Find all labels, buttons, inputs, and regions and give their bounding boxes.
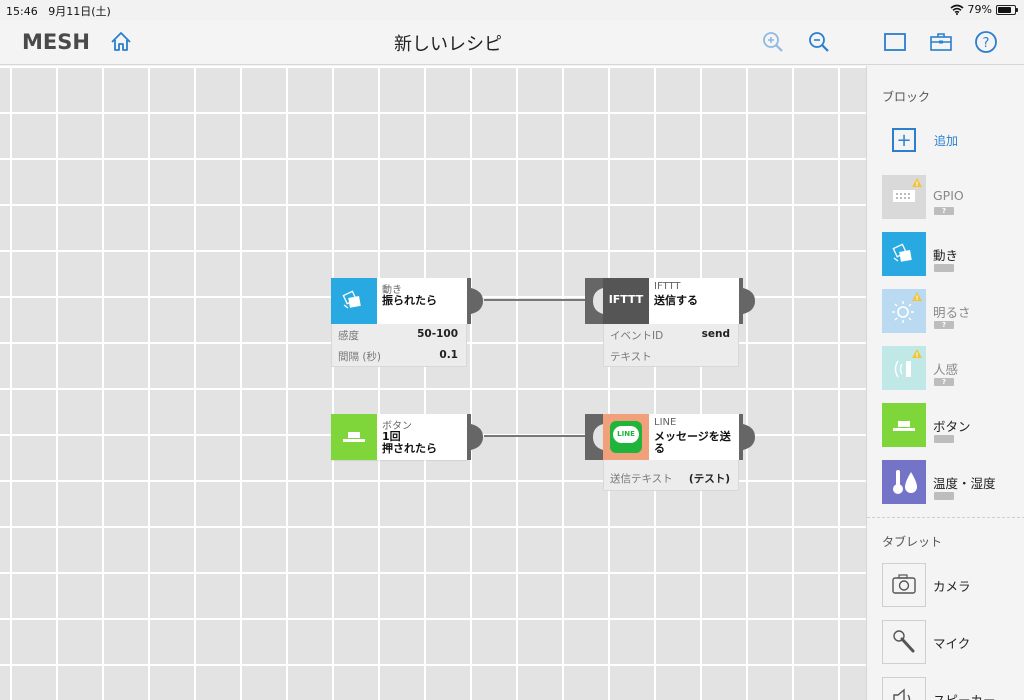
palette-item-gpio[interactable]: ! GPIO ?: [882, 175, 1022, 219]
connection-wire: [484, 435, 585, 437]
output-port[interactable]: [739, 278, 755, 324]
palette-item-button[interactable]: ボタン: [882, 403, 1022, 447]
palette-item-microphone[interactable]: マイク: [882, 620, 1022, 664]
input-port[interactable]: [585, 414, 603, 460]
status-date: 9月11日(土): [48, 5, 111, 18]
speaker-icon: [882, 677, 926, 700]
motion-sensor-icon: !: [882, 346, 926, 390]
output-port[interactable]: [467, 278, 483, 324]
zoom-out-icon[interactable]: [806, 29, 832, 55]
palette-item-label: 温度・湿度: [933, 476, 996, 491]
toolbox-icon[interactable]: [928, 29, 954, 55]
app-logo: MESH: [22, 30, 90, 54]
block-category: ボタン: [382, 421, 412, 432]
param-row: テキスト: [610, 351, 652, 363]
palette-item-motion[interactable]: 動き: [882, 232, 1022, 276]
plus-icon: +: [892, 128, 916, 152]
button-icon: [331, 414, 377, 460]
svg-text:!: !: [916, 295, 919, 302]
block-category: LINE: [654, 417, 677, 428]
battery-icon: [996, 4, 1018, 15]
param-row: 送信テキスト(テスト): [610, 473, 730, 485]
input-port[interactable]: [585, 278, 603, 324]
palette-item-label: 動き: [933, 248, 959, 263]
palette-item-speaker[interactable]: スピーカー: [882, 677, 1022, 700]
palette-item-brightness[interactable]: ! 明るさ ?: [882, 289, 1022, 333]
block-head: ボタン 1回押されたら: [331, 414, 467, 460]
block-palette: ブロック + 追加 ! GPIO ? 動き: [866, 66, 1024, 700]
status-bar: 15:46 9月11日(土) 79%: [0, 0, 1024, 20]
status-badge: ?: [934, 207, 954, 215]
block-action: 送信する: [654, 294, 698, 307]
palette-item-label: マイク: [933, 636, 971, 651]
palette-item-label: スピーカー: [933, 690, 996, 700]
output-port[interactable]: [467, 414, 483, 460]
nav-bar: MESH 新しいレシピ ?: [0, 20, 1024, 65]
palette-item-label: ボタン: [933, 419, 971, 434]
panel-toggle-icon[interactable]: [882, 29, 908, 55]
line-icon: LINE: [603, 414, 649, 460]
connection-wire: [484, 299, 585, 301]
palette-item-camera[interactable]: カメラ: [882, 563, 1022, 607]
status-badge: [934, 435, 954, 443]
block-action: 振られたら: [382, 294, 437, 307]
block-params[interactable]: 送信テキスト(テスト): [603, 460, 739, 491]
output-port[interactable]: [739, 414, 755, 460]
svg-text:!: !: [916, 181, 919, 188]
page-title: 新しいレシピ: [394, 34, 502, 55]
block-category: IFTTT: [654, 281, 681, 292]
status-right: 79%: [950, 3, 1018, 16]
motion-icon: [331, 278, 377, 324]
palette-item-temperature[interactable]: 温度・湿度: [882, 460, 1022, 504]
block-action: メッセージを送る: [654, 430, 731, 455]
home-icon[interactable]: [108, 29, 134, 55]
palette-item-motion-sensor[interactable]: ! 人感 ?: [882, 346, 1022, 390]
section-title-blocks: ブロック: [882, 90, 931, 104]
add-block-button[interactable]: + 追加: [882, 126, 958, 154]
svg-text:!: !: [916, 352, 919, 359]
wifi-icon: [950, 4, 964, 15]
section-divider: [867, 517, 1024, 518]
button-icon: [882, 403, 926, 447]
help-icon[interactable]: ?: [973, 29, 999, 55]
battery-percent: 79%: [967, 3, 992, 16]
block-head: LINE LINE メッセージを送る: [603, 414, 739, 460]
gpio-icon: !: [882, 175, 926, 219]
palette-item-label: GPIO: [933, 188, 964, 203]
temperature-icon: [882, 460, 926, 504]
ifttt-icon: IFTTT: [603, 278, 649, 324]
status-badge: [934, 492, 954, 500]
param-row: 間隔 (秒)0.1: [338, 349, 458, 363]
microphone-icon: [882, 620, 926, 664]
status-time: 15:46 9月11日(土): [6, 5, 111, 18]
status-badge: ?: [934, 321, 954, 329]
palette-item-label: 人感: [933, 362, 959, 377]
motion-icon: [882, 232, 926, 276]
svg-text:?: ?: [983, 36, 990, 51]
block-head: IFTTT IFTTT 送信する: [603, 278, 739, 324]
status-badge: ?: [934, 378, 954, 386]
block-category: 動き: [382, 285, 402, 296]
status-badge: [934, 264, 954, 272]
camera-icon: [882, 563, 926, 607]
palette-item-label: カメラ: [933, 579, 971, 594]
palette-item-label: 明るさ: [933, 305, 971, 320]
block-head: 動き 振られたら: [331, 278, 467, 324]
section-title-tablet: タブレット: [882, 535, 943, 549]
brightness-icon: !: [882, 289, 926, 333]
zoom-in-icon[interactable]: [760, 29, 786, 55]
block-action: 1回押されたら: [382, 430, 437, 455]
